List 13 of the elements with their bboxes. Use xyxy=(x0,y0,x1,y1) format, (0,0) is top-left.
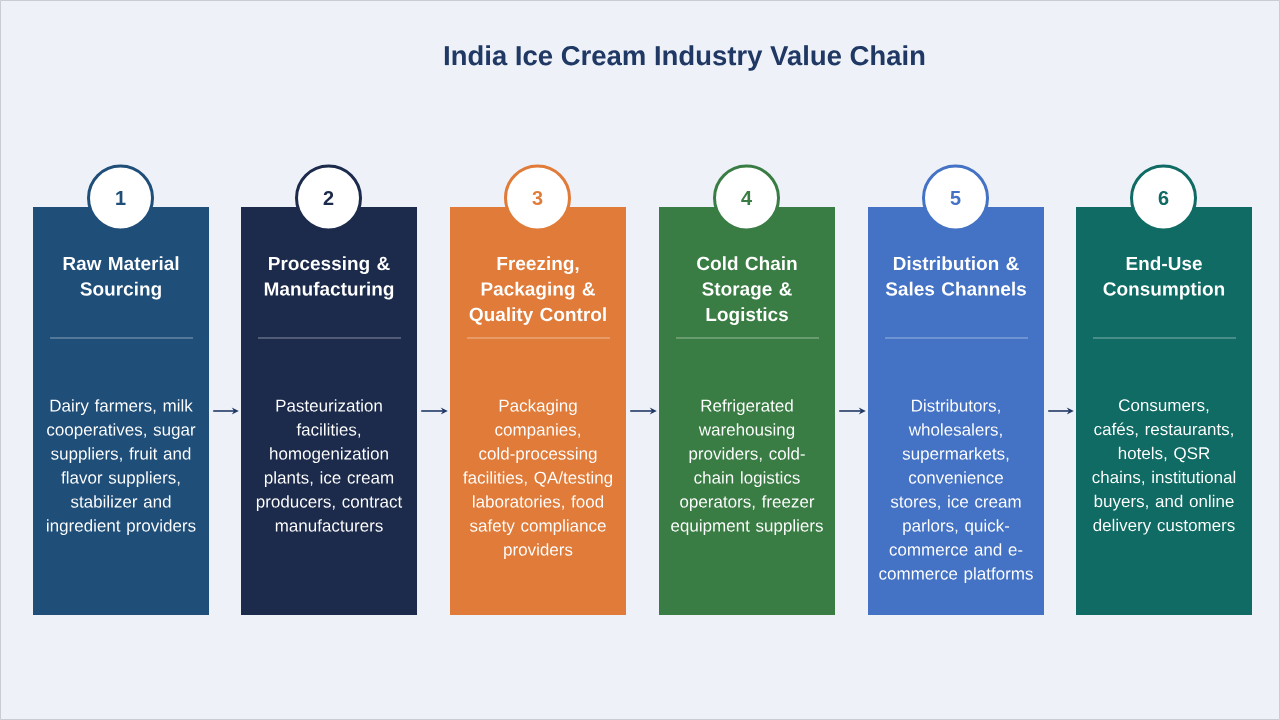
stage-heading: Distribution & Sales Channels xyxy=(885,256,1026,296)
stage-heading: End-Use Consumption xyxy=(1103,256,1225,300)
title: India Ice Cream Industry Value Chain xyxy=(444,45,925,71)
stage-description: Packaging companies, cold-processing facilities, QA/testing laboratories, food safety compliance providers xyxy=(463,399,612,560)
stage-description: Distributors, wholesalers, supermarkets, convenience stores, ice cream parlors, quick-commerce and e-commerce platforms xyxy=(879,399,1033,584)
stage-heading: Processing & Manufacturing xyxy=(264,256,394,300)
stage-heading: Cold Chain Storage & Logistics xyxy=(697,256,797,325)
stage-description: Pasteurization facilities, homogenization plants, ice cream producers, contract manufacturers xyxy=(256,399,403,532)
stage-description: Dairy farmers, milk cooperatives, sugar suppliers, fruit and flavor suppliers, stabilizer and ingredient providers xyxy=(47,399,196,536)
stage-heading: Freezing, Packaging & Quality Control xyxy=(469,256,606,325)
stage-description: Refrigerated warehousing providers, cold-chain logistics operators, freezer equipment suppliers xyxy=(671,399,823,536)
stage-heading: Raw Material Sourcing xyxy=(63,256,179,300)
stage-description: Consumers, cafés, restaurants, hotels, QSR chains, institutional buyers, and online delivery customers xyxy=(1092,399,1236,535)
